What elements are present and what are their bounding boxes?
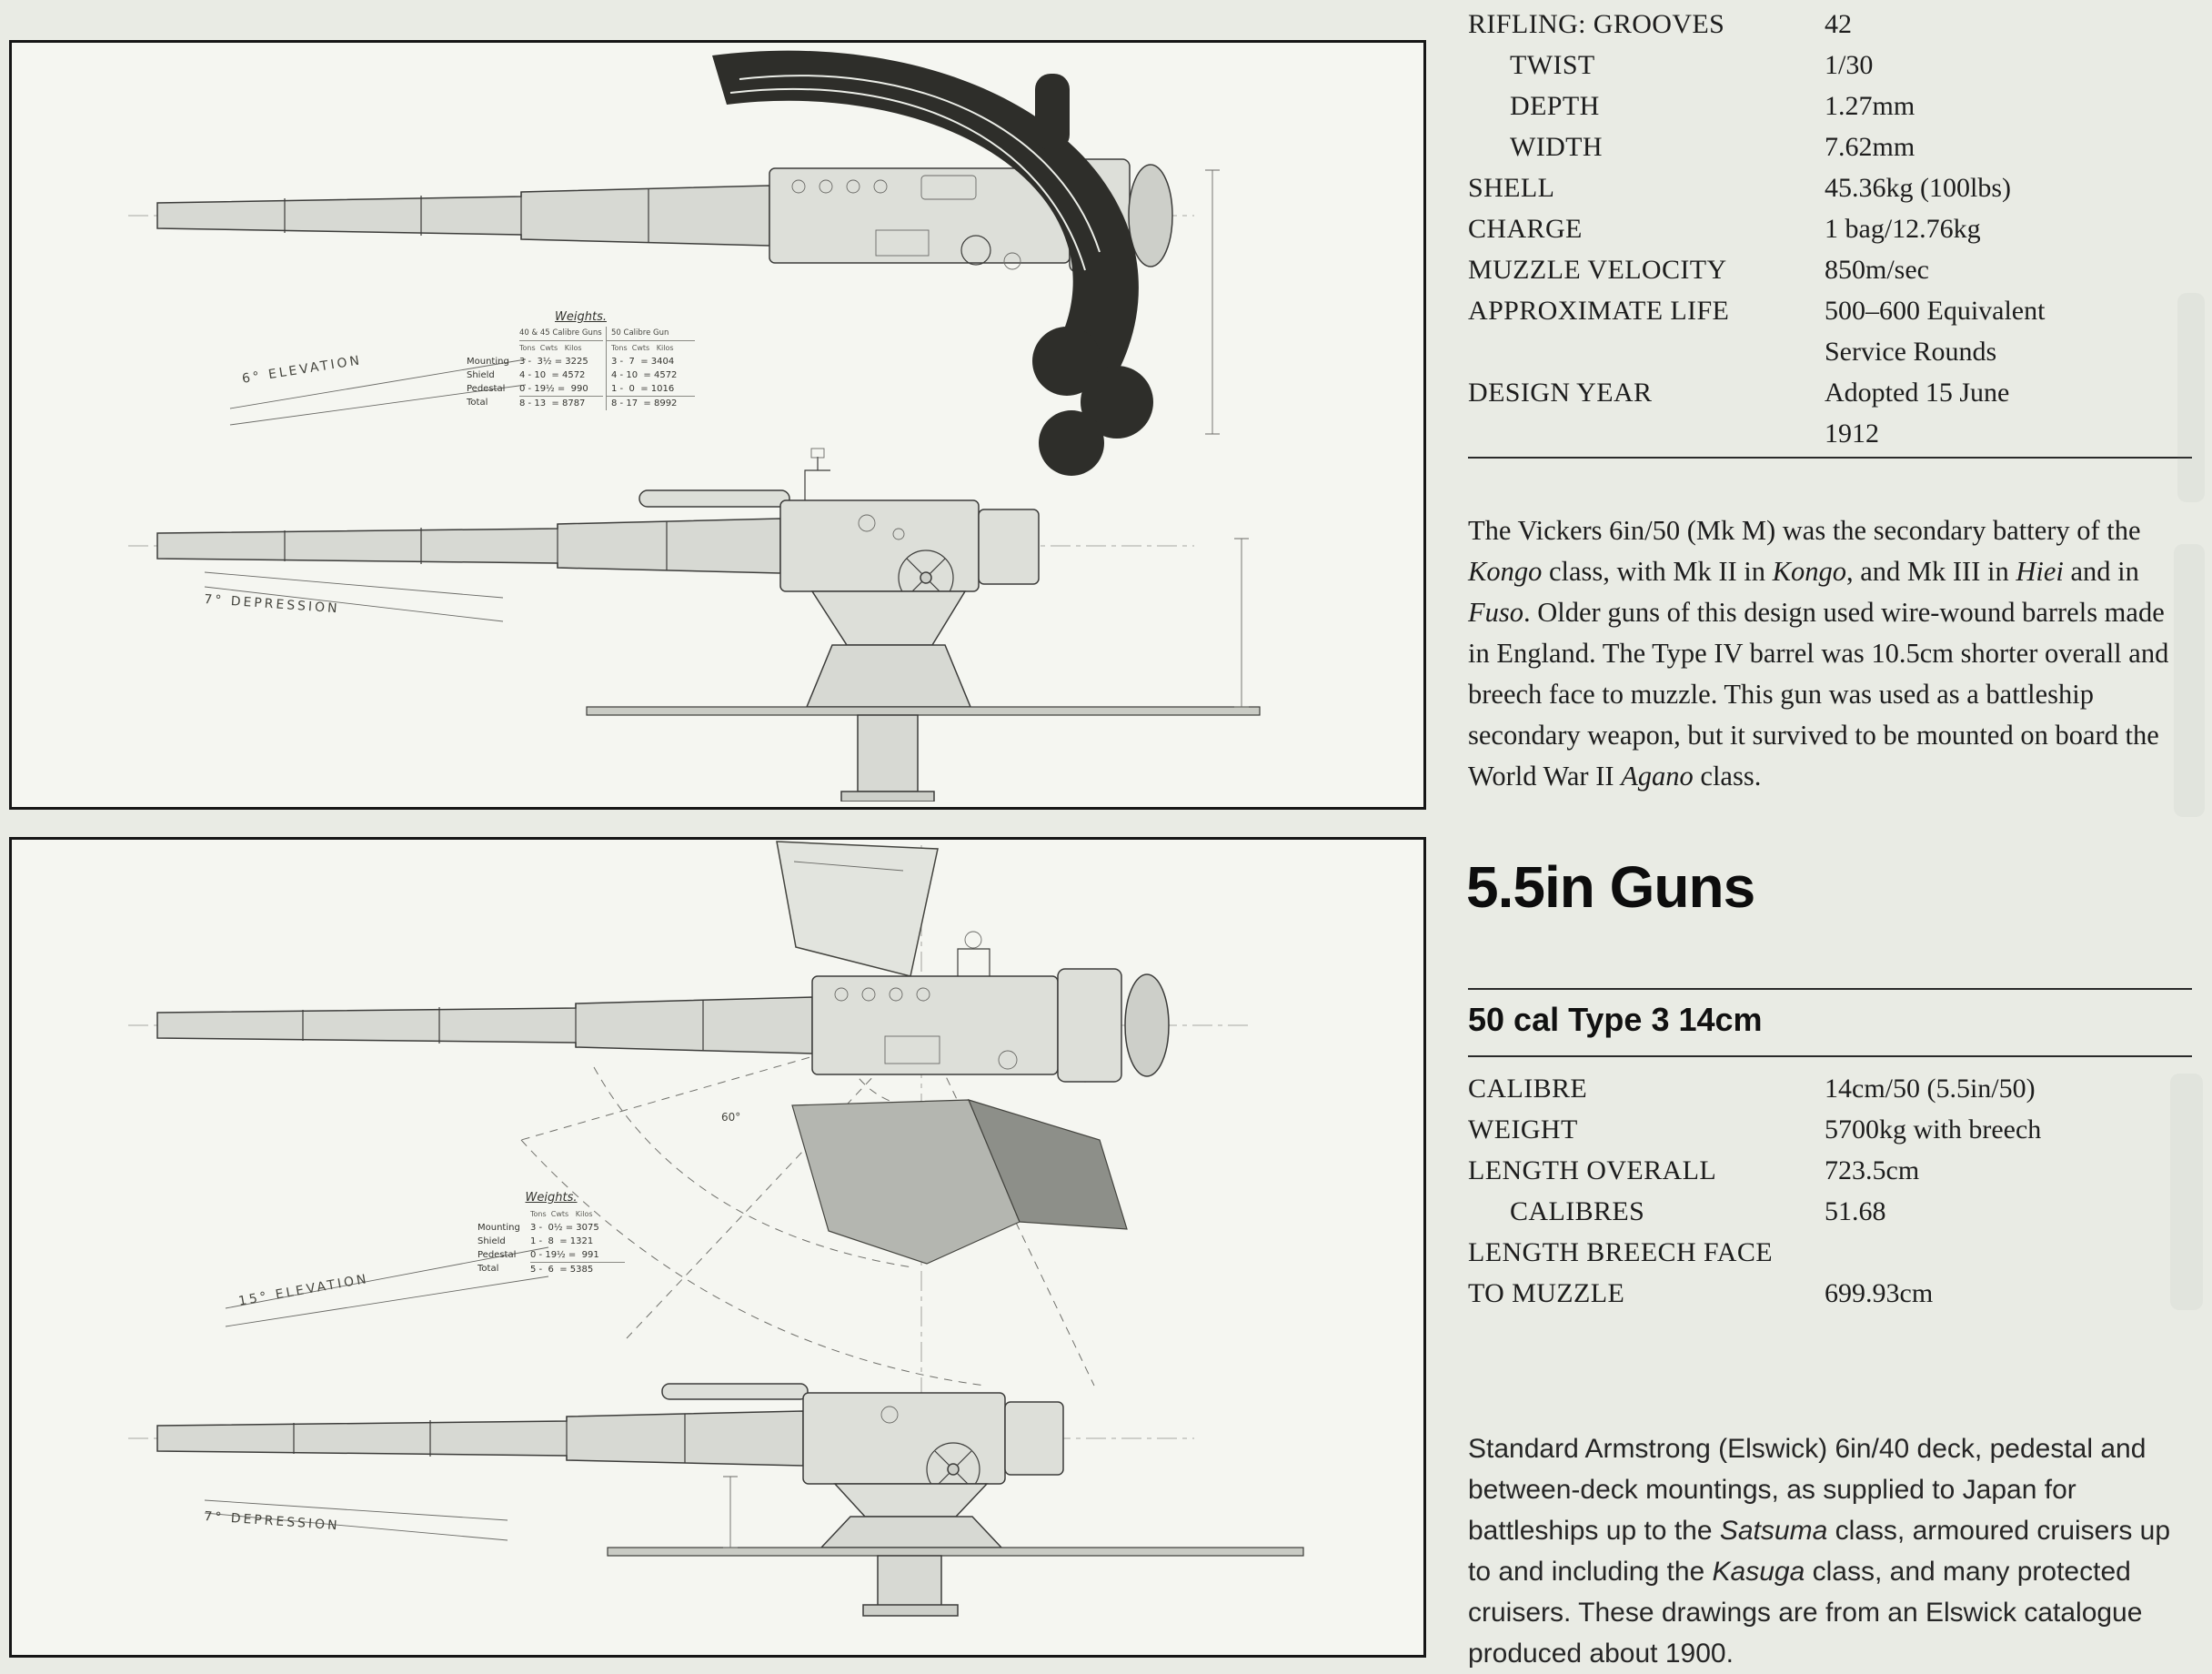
spec-label: DESIGN YEAR [1468, 378, 1653, 408]
spec-row: LENGTH OVERALL 723.5cm [1468, 1150, 2196, 1191]
spec-row: SHELL 45.36kg (100lbs) [1468, 167, 2196, 208]
spec-table-vickers-6in50: RIFLING: GROOVES 42 TWIST 1/30 DEPTH 1.2… [1468, 4, 2196, 454]
spec-value: 699.93cm [1825, 1278, 1934, 1308]
weights-column-header: Tons Cwts Kilos Tons Cwts Kilos [467, 341, 695, 355]
weights-total-row: Total 8 - 13 = 8787 8 - 17 = 8992 [467, 396, 695, 410]
weights-table-2: Weights. Tons Cwts Kilos Mounting 3 - 0½… [478, 1191, 625, 1276]
gun-technical-drawing-2 [128, 841, 1304, 1617]
spec-value: 45.36kg (100lbs) [1825, 173, 2011, 203]
elevation-depression-marks [204, 1246, 549, 1541]
weights-title: Weights. [525, 1191, 578, 1205]
spec-label: WIDTH [1510, 132, 1603, 162]
side-view-drawing [128, 448, 1261, 802]
spec-row: RIFLING: GROOVES 42 [1468, 4, 2196, 45]
weights-group-header: 40 & 45 Calibre Guns 50 Calibre Gun [467, 327, 695, 341]
spec-table-type3-14cm: CALIBRE 14cm/50 (5.5in/50) WEIGHT 5700kg… [1468, 1068, 2196, 1314]
spec-row: CALIBRE 14cm/50 (5.5in/50) [1468, 1068, 2196, 1109]
elevation-depression-marks [204, 358, 527, 622]
plan-view-drawing [128, 50, 1220, 476]
weights-row: Shield 4 - 10 = 4572 4 - 10 = 4572 [467, 368, 695, 382]
spec-label: CALIBRES [1510, 1196, 1645, 1226]
spec-value: Adopted 15 June 1912 [1825, 378, 2010, 449]
spec-value: 51.68 [1825, 1196, 1886, 1226]
spec-value: 5700kg with breech [1825, 1114, 2042, 1145]
drawing-panel-vickers-6in50: Weights. 40 & 45 Calibre Guns 50 Calibre… [9, 40, 1426, 810]
drawing-panel-armstrong-6in40: Weights. Tons Cwts Kilos Mounting 3 - 0½… [9, 837, 1426, 1658]
weights-group2-label: 50 Calibre Gun [606, 327, 695, 341]
spec-row: CHARGE 1 bag/12.76kg [1468, 208, 2196, 249]
scan-showthrough-artifact [2170, 1074, 2203, 1310]
section-heading: 5.5in Guns [1466, 854, 1755, 920]
spec-label: LENGTH BREECH FACE [1468, 1237, 1773, 1267]
spec-row: DEPTH 1.27mm [1468, 86, 2196, 126]
weights-title: Weights. [555, 310, 607, 324]
spec-row: WEIGHT 5700kg with breech [1468, 1109, 2196, 1150]
spec-value: 1/30 [1825, 50, 1874, 80]
spec-row: DESIGN YEAR Adopted 15 June 1912 [1468, 372, 2196, 454]
spec-value: 42 [1825, 9, 1852, 39]
scan-showthrough-artifact [2174, 544, 2205, 817]
spec-value: 1 bag/12.76kg [1825, 214, 1981, 244]
spec-label: CALIBRE [1468, 1074, 1588, 1104]
vickers-description-paragraph: The Vickers 6in/50 (Mk M) was the second… [1468, 514, 2169, 792]
spec-value: 7.62mm [1825, 132, 1915, 162]
spec-label: WEIGHT [1468, 1114, 1578, 1145]
weights-row: Mounting 3 - 3½ = 3225 3 - 7 = 3404 [467, 355, 695, 368]
weights-row: Shield 1 - 8 = 1321 [478, 1236, 594, 1246]
spec-row: MUZZLE VELOCITY 850m/sec [1468, 249, 2196, 290]
spec-row: LENGTH BREECH FACE [1468, 1232, 2196, 1273]
spec-label: APPROXIMATE LIFE [1468, 296, 1730, 326]
spec-label: LENGTH OVERALL [1468, 1155, 1717, 1185]
weights-table-1: Weights. 40 & 45 Calibre Guns 50 Calibre… [467, 310, 695, 410]
weights-row: Pedestal 0 - 19½ = 991 [478, 1250, 599, 1260]
weights-group1-label: 40 & 45 Calibre Guns [519, 327, 603, 341]
spec-label: CHARGE [1468, 214, 1583, 244]
side-view-drawing [128, 1383, 1304, 1617]
weights-total-row: Total 5 - 6 = 5385 [478, 1262, 625, 1276]
weights-row: Mounting 3 - 0½ = 3075 [478, 1223, 599, 1233]
spec-row: WIDTH 7.62mm [1468, 126, 2196, 167]
spec-value: 1.27mm [1825, 91, 1915, 121]
spec-value: 14cm/50 (5.5in/50) [1825, 1074, 2036, 1104]
horizontal-rule [1468, 457, 2192, 459]
spec-row: APPROXIMATE LIFE 500–600 Equivalent Serv… [1468, 290, 2196, 372]
spec-label: SHELL [1468, 173, 1555, 203]
spec-label: TWIST [1510, 50, 1595, 80]
scan-showthrough-artifact [2177, 293, 2205, 502]
spec-value: 723.5cm [1825, 1155, 1920, 1185]
armstrong-description-paragraph: Standard Armstrong (Elswick) 6in/40 deck… [1468, 1434, 2171, 1669]
spec-label: TO MUZZLE [1468, 1278, 1625, 1308]
spec-row: TO MUZZLE 699.93cm [1468, 1273, 2196, 1314]
weights-column-header: Tons Cwts Kilos [530, 1210, 593, 1218]
spec-value: 850m/sec [1825, 255, 1929, 285]
spec-row: CALIBRES 51.68 [1468, 1191, 2196, 1232]
horizontal-rule [1468, 1055, 2192, 1057]
traverse-angle-annotation: 60° [721, 1111, 741, 1124]
spec-row: TWIST 1/30 [1468, 45, 2196, 86]
weights-row: Pedestal 0 - 19½ = 990 1 - 0 = 1016 [467, 382, 695, 396]
gun-type-subheading: 50 cal Type 3 14cm [1468, 1001, 1763, 1038]
spec-value: 500–600 Equivalent Service Rounds [1825, 296, 2046, 367]
horizontal-rule [1468, 988, 2192, 990]
spec-label: DEPTH [1510, 91, 1600, 121]
spec-label: RIFLING: GROOVES [1468, 9, 1725, 39]
mount-plan-view-drawing [128, 841, 1249, 1422]
gun-technical-drawing-1 [128, 50, 1261, 802]
spec-label: MUZZLE VELOCITY [1468, 255, 1727, 285]
